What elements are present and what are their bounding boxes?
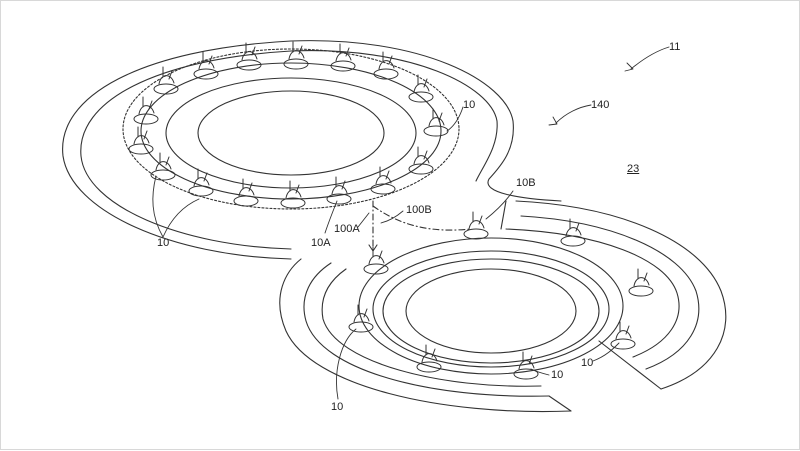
vehicle — [610, 321, 636, 350]
leader-100b — [380, 210, 404, 224]
lower-cut-line-3 — [500, 200, 507, 230]
vehicle — [628, 268, 654, 297]
label-10-lower-left: 10 — [331, 401, 344, 413]
label-10-left: 10 — [157, 237, 170, 249]
vehicle — [233, 178, 259, 207]
leader-10-lower-mid — [530, 368, 550, 376]
vehicle — [280, 180, 306, 209]
label-10-lower-mid: 10 — [551, 369, 564, 381]
lower-center-island — [405, 268, 577, 354]
vehicle — [283, 41, 309, 70]
leader-100a — [357, 212, 370, 228]
label-10b: 10B — [516, 177, 536, 189]
vehicle-transfer — [363, 246, 389, 275]
upper-outer-platform-edge — [62, 40, 562, 260]
lower-cut-line — [598, 340, 662, 390]
vehicle-10a — [326, 176, 352, 205]
upper-track-middle-ring — [140, 62, 442, 200]
lower-outer-arc-1 — [303, 262, 550, 397]
leader-10-left-2 — [162, 198, 200, 238]
lower-carousel-track — [279, 200, 727, 413]
vehicle — [373, 51, 399, 80]
vehicle — [133, 96, 159, 125]
label-10-upper-right: 10 — [463, 99, 476, 111]
vehicle — [193, 51, 219, 80]
upper-center-island — [197, 90, 385, 176]
leader-10a — [324, 200, 338, 234]
vehicle-10b — [463, 211, 489, 240]
upper-outer-platform-edge-2 — [80, 50, 498, 250]
vehicle — [416, 344, 442, 373]
label-11: 11 — [669, 41, 681, 53]
vehicle — [370, 166, 396, 195]
lower-outer-arc-2 — [321, 268, 542, 387]
vehicle — [423, 108, 449, 137]
lower-track-inner-ring — [382, 258, 600, 364]
leader-140 — [555, 104, 592, 124]
leader-10-left-1 — [152, 175, 164, 238]
vehicle — [188, 168, 214, 197]
leader-lines — [152, 46, 670, 400]
vehicle — [128, 126, 154, 155]
label-23: 23 — [627, 163, 640, 175]
lower-cut-line-2 — [548, 395, 572, 412]
leader-10-lower-right — [592, 342, 620, 362]
lower-outer-platform-edge — [279, 258, 572, 413]
label-100a: 100A — [334, 223, 360, 235]
leader-140-arrowhead — [548, 116, 558, 126]
path-100b-line — [372, 205, 472, 231]
leader-10-upper-right — [446, 106, 464, 132]
ride-vehicles — [128, 41, 654, 380]
label-10a: 10A — [311, 237, 331, 249]
lower-track-middle-ring — [372, 250, 610, 368]
lower-right-arc-1 — [520, 215, 700, 370]
vehicle — [408, 74, 434, 103]
upper-track-outer-ring — [122, 48, 460, 210]
vehicle — [408, 146, 434, 175]
vehicle — [513, 351, 539, 380]
leader-10-lower-left — [336, 328, 357, 400]
leader-10b — [485, 190, 514, 220]
vehicle — [560, 218, 586, 247]
upper-track-inner-ring — [165, 77, 417, 189]
vehicle — [348, 304, 374, 333]
vehicle — [330, 43, 356, 72]
vehicle — [236, 42, 262, 71]
leader-11 — [630, 46, 670, 70]
label-10-lower-right: 10 — [581, 357, 594, 369]
upper-carousel-track — [62, 40, 562, 260]
vehicle — [153, 66, 179, 95]
label-140: 140 — [591, 99, 610, 111]
label-100b: 100B — [406, 204, 432, 216]
vehicle — [150, 152, 176, 181]
lower-right-edge — [515, 200, 727, 390]
leader-11-arrowhead — [624, 62, 634, 72]
lower-track-outer-ring — [358, 237, 624, 375]
